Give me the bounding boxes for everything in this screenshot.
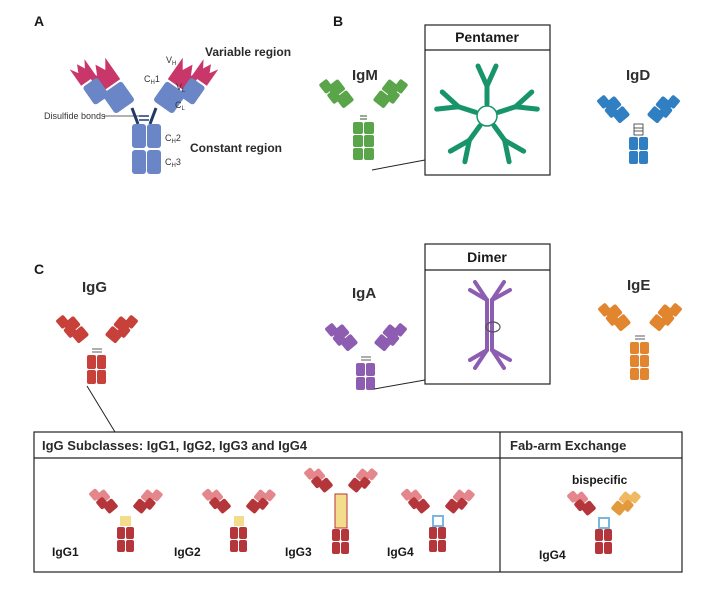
vh-label: VH [166,55,176,67]
dimer-title: Dimer [467,249,507,265]
igg3-antibody [304,467,378,554]
igg2-antibody [202,488,276,552]
dimer-box [424,243,551,385]
panel-c-letter: C [34,261,44,277]
pentamer-box [424,24,551,176]
ige-antibody [598,303,682,380]
pentamer-structure [437,63,538,162]
iga-antibody [325,323,407,390]
igm-label: IgM [352,67,378,84]
igm-antibody [319,79,408,160]
cl-label: CL [175,100,186,112]
igg-connector-line [86,385,116,433]
bispecific-antibody [567,490,641,554]
panel-b-letter: B [333,13,343,29]
igg-antibody [56,315,138,384]
pentamer-title: Pentamer [455,29,519,45]
fab-exchange-title: Fab-arm Exchange [510,438,626,453]
igg4-exchange-label: IgG4 [539,548,566,562]
dimer-structure [468,280,512,370]
panel-a-letter: A [34,13,44,29]
igg1-label: IgG1 [52,545,79,559]
ch3-label: CH3 [165,157,181,169]
ige-label: IgE [627,277,650,294]
ch2-label: CH2 [165,133,181,145]
igg2-label: IgG2 [174,545,201,559]
ch1-label: CH1 [144,74,160,86]
igg-label: IgG [82,279,107,296]
iga-label: IgA [352,285,376,302]
igg1-antibody [89,488,163,552]
iga-connector-line [373,379,426,390]
constant-region-label: Constant region [190,141,282,155]
igg4-label: IgG4 [387,545,414,559]
igg3-label: IgG3 [285,545,312,559]
vl-label: VL [176,82,186,94]
subclasses-box [33,431,683,573]
igg4-antibody [401,488,475,552]
subclasses-title: IgG Subclasses: IgG1, IgG2, IgG3 and IgG… [42,438,308,453]
igd-antibody [597,95,680,164]
bispecific-label: bispecific [572,473,628,487]
igd-label: IgD [626,67,650,84]
panel-a-antibody [69,57,219,174]
disulfide-bonds-label: Disulfide bonds [44,111,106,121]
igm-connector-line [371,159,426,171]
variable-region-label: Variable region [205,45,291,59]
